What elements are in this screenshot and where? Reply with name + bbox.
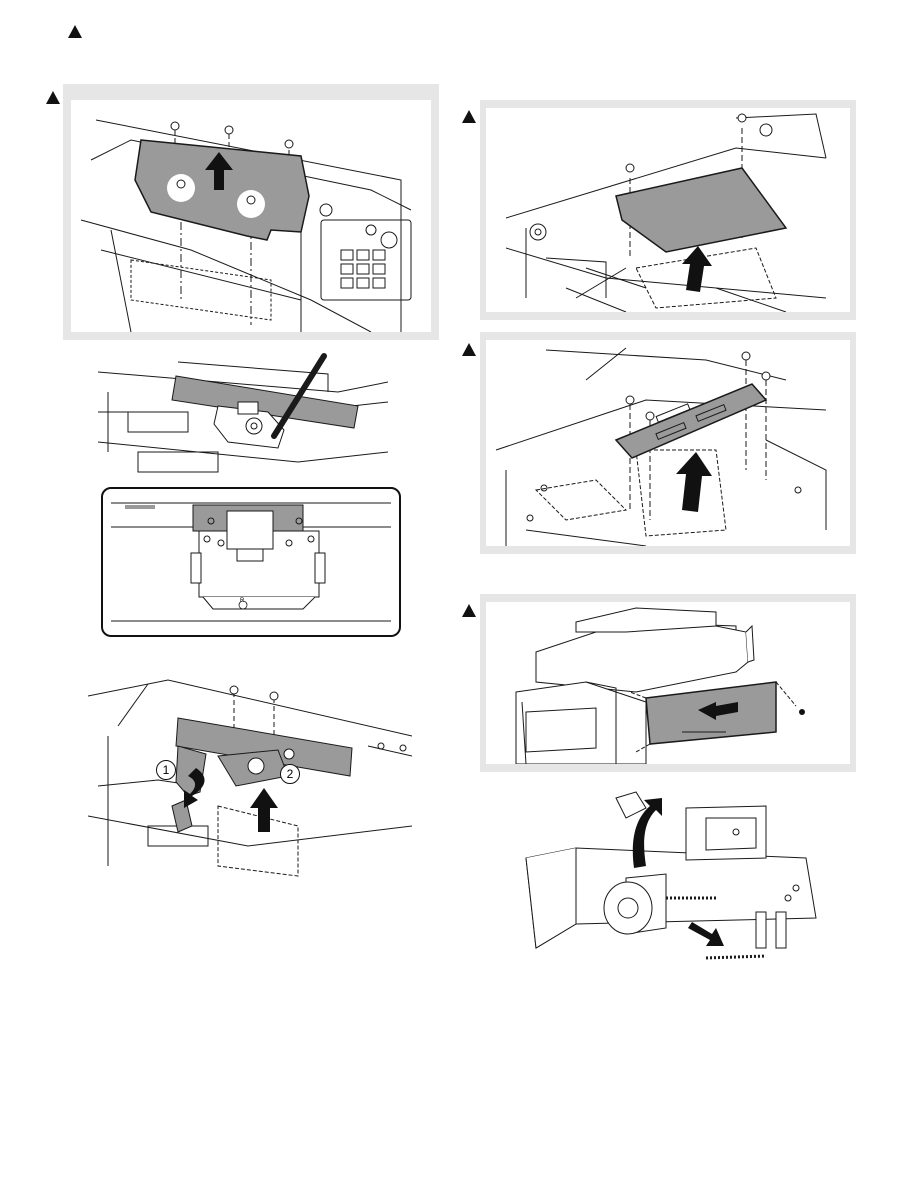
- figure-side-cover-frame: [480, 594, 856, 772]
- figure-pwb: [486, 340, 850, 546]
- figure-ribbon-board: 1 2: [88, 676, 412, 886]
- figure-lens-detail: R: [101, 487, 401, 637]
- figure1-warning-icon: [46, 91, 60, 104]
- figure-right-cover-frame: [480, 100, 856, 320]
- figure-top-cover-frame: [63, 84, 439, 340]
- figure6-warning-icon: [462, 604, 476, 617]
- registered-mark: R: [240, 598, 244, 604]
- figure-scan-unit: [98, 352, 388, 480]
- figure-right-cover: [486, 108, 850, 312]
- callout-1: 1: [156, 760, 176, 780]
- figure-side-cover: [486, 602, 850, 764]
- figure4-warning-icon: [462, 110, 476, 123]
- figure-pwb-frame: [480, 332, 856, 554]
- figure5-warning-icon: [462, 343, 476, 356]
- callout-2: 2: [280, 764, 300, 784]
- figure-top-cover: [71, 100, 431, 332]
- figure-motor: [516, 778, 836, 978]
- header-warning-icon: [68, 25, 82, 38]
